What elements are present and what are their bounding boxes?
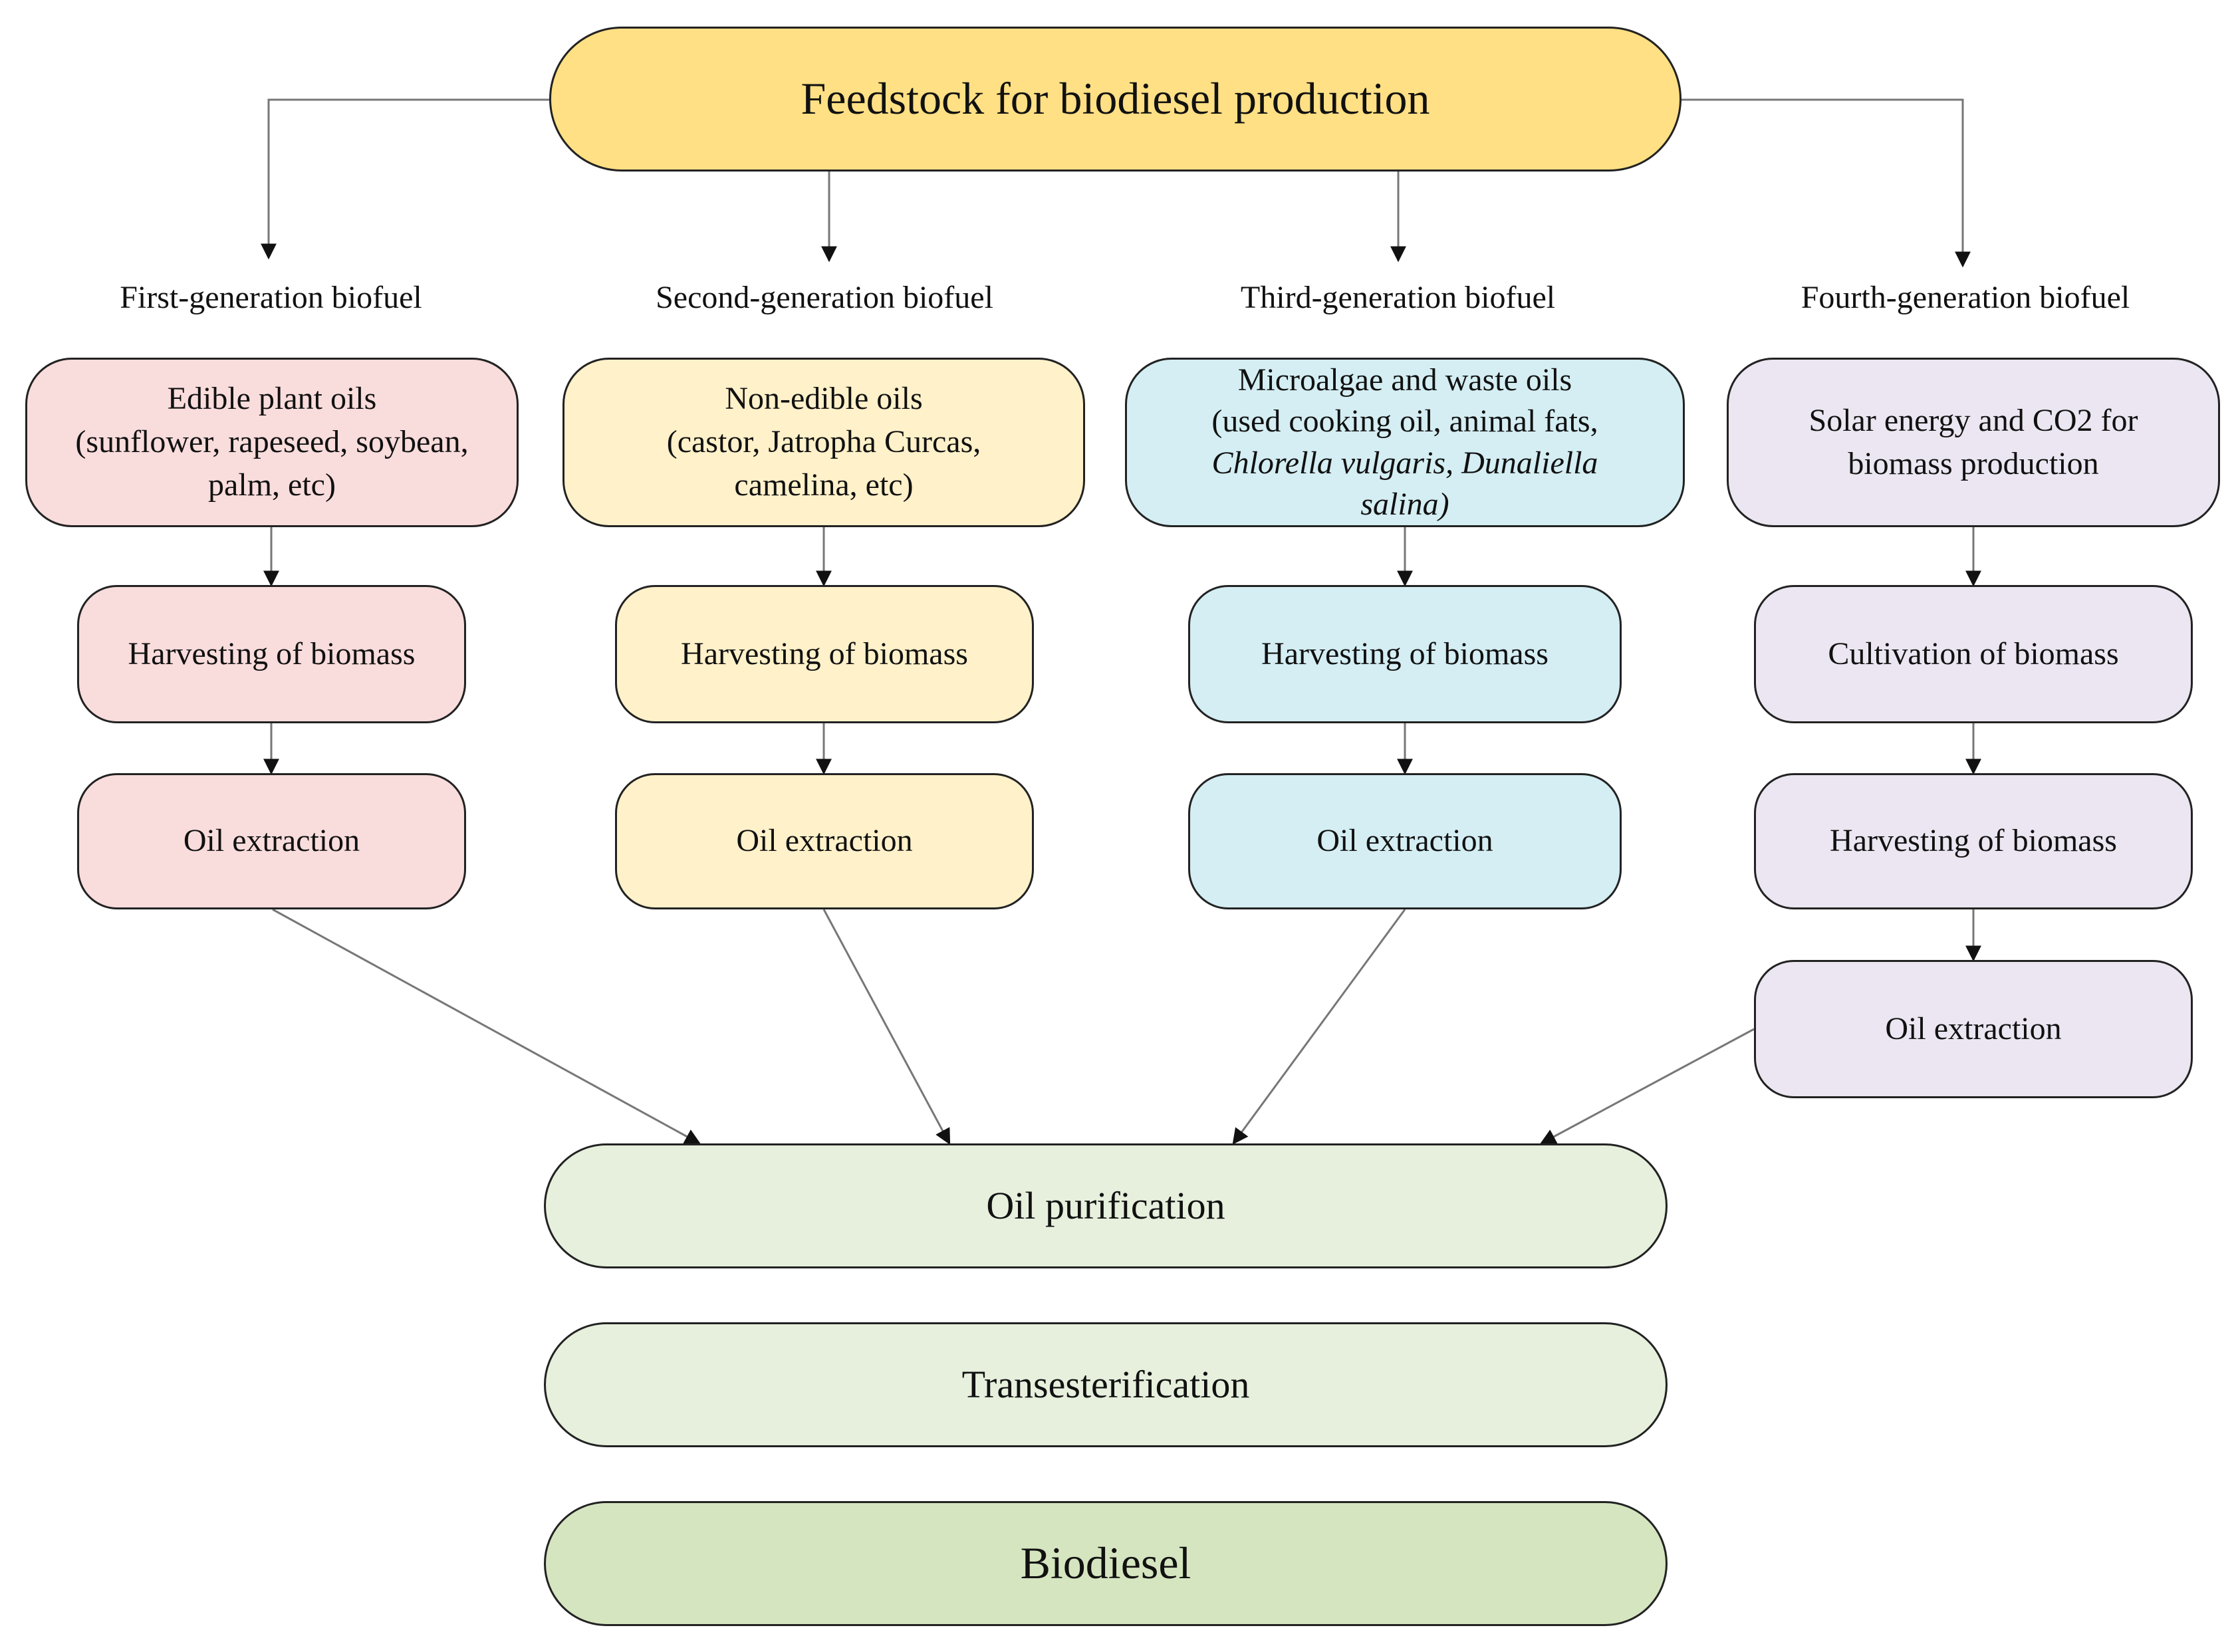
step-label: Oil extraction bbox=[1316, 823, 1493, 859]
feedstock-line: biomass production bbox=[1848, 445, 2099, 481]
feedstock-line: Microalgae and waste oils bbox=[1237, 362, 1572, 398]
feedstock-title-box: Feedstock for biodiesel production bbox=[549, 27, 1681, 172]
biodiesel-box: Biodiesel bbox=[544, 1501, 1668, 1626]
step-label: Oil extraction bbox=[736, 823, 913, 859]
third-generation-harvesting-box: Harvesting of biomass bbox=[1188, 585, 1622, 723]
feedstock-line: (used cooking oil, animal fats, bbox=[1211, 404, 1598, 439]
step-label: Harvesting of biomass bbox=[1261, 636, 1549, 671]
connector-top-to-fourth bbox=[1681, 98, 1971, 268]
first-generation-extraction-box: Oil extraction bbox=[77, 773, 466, 909]
step-label: Harvesting of biomass bbox=[1830, 823, 2117, 859]
feedstock-line: (castor, Jatropha Curcas, bbox=[666, 424, 981, 460]
step-label: Oil extraction bbox=[1885, 1010, 2062, 1046]
connector-fourth-to-purification bbox=[1539, 1028, 1755, 1145]
third-generation-feedstock-box: Microalgae and waste oils (used cooking … bbox=[1125, 358, 1685, 527]
step-label: Harvesting of biomass bbox=[681, 636, 968, 671]
connector-top-to-first bbox=[261, 98, 549, 260]
fourth-generation-extraction-box: Oil extraction bbox=[1754, 960, 2193, 1098]
feedstock-line: Solar energy and CO2 for bbox=[1808, 402, 2138, 438]
first-generation-harvesting-box: Harvesting of biomass bbox=[77, 585, 466, 723]
oil-purification-box: Oil purification bbox=[544, 1143, 1668, 1268]
connector-second-to-purification bbox=[822, 909, 951, 1145]
second-generation-extraction-box: Oil extraction bbox=[615, 773, 1034, 909]
feedstock-line: (sunflower, rapeseed, soybean, bbox=[75, 424, 469, 460]
second-generation-feedstock-box: Non-edible oils (castor, Jatropha Curcas… bbox=[562, 358, 1085, 527]
feedstock-line: Edible plant oils bbox=[167, 381, 377, 417]
step-label: Harvesting of biomass bbox=[128, 636, 416, 671]
feedstock-line: Non-edible oils bbox=[725, 381, 923, 417]
connector-third-to-purification bbox=[1232, 909, 1406, 1145]
step-label: Cultivation of biomass bbox=[1828, 636, 2119, 671]
transesterification-box: Transesterification bbox=[544, 1322, 1668, 1447]
second-generation-harvesting-box: Harvesting of biomass bbox=[615, 585, 1034, 723]
feedstock-line: palm, etc) bbox=[208, 467, 336, 503]
first-generation-feedstock-box: Edible plant oils (sunflower, rapeseed, … bbox=[25, 358, 519, 527]
process-label: Transesterification bbox=[961, 1362, 1250, 1406]
third-generation-title: Third-generation biofuel bbox=[1240, 280, 1556, 315]
second-generation-title: Second-generation biofuel bbox=[656, 280, 993, 315]
feedstock-species-line: Chlorella vulgaris, Dunaliella bbox=[1211, 445, 1598, 481]
feedstock-species-line: salina) bbox=[1360, 486, 1449, 522]
fourth-generation-feedstock-box: Solar energy and CO2 for biomass product… bbox=[1727, 358, 2220, 527]
first-generation-title: First-generation biofuel bbox=[120, 280, 422, 315]
process-label: Oil purification bbox=[986, 1183, 1225, 1227]
fourth-generation-harvesting-box: Harvesting of biomass bbox=[1754, 773, 2193, 909]
connector-first-to-purification bbox=[272, 908, 701, 1145]
feedstock-line: camelina, etc) bbox=[734, 467, 914, 503]
fourth-generation-title: Fourth-generation biofuel bbox=[1801, 280, 2130, 315]
third-generation-extraction-box: Oil extraction bbox=[1188, 773, 1622, 909]
feedstock-title: Feedstock for biodiesel production bbox=[801, 73, 1430, 124]
fourth-generation-cultivation-box: Cultivation of biomass bbox=[1754, 585, 2193, 723]
product-label: Biodiesel bbox=[1020, 1538, 1191, 1589]
step-label: Oil extraction bbox=[183, 823, 360, 859]
